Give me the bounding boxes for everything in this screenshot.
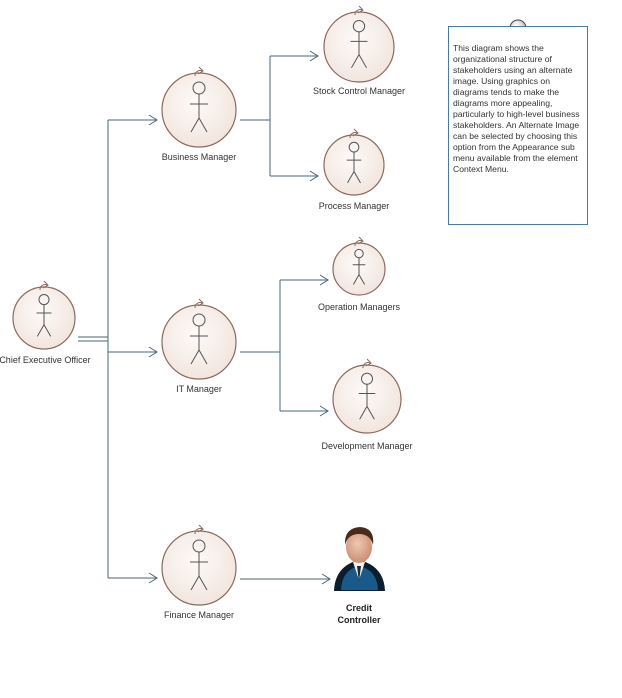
- refresh-arc-icon: [194, 298, 204, 309]
- refresh-arc-icon: [194, 66, 204, 77]
- edge-business-trunk: [240, 56, 271, 176]
- actor-operation[interactable]: [332, 236, 386, 296]
- actor-business[interactable]: [161, 66, 237, 148]
- refresh-arc-icon: [362, 358, 372, 369]
- stick-figure-icon: [352, 248, 366, 285]
- label-process: Process Manager: [318, 201, 390, 211]
- stick-figure-icon: [190, 81, 208, 133]
- stick-figure-icon: [190, 313, 208, 365]
- refresh-arc-icon: [39, 280, 49, 291]
- actor-nodes: [12, 5, 402, 606]
- note-text: This diagram shows the organizational st…: [453, 43, 580, 174]
- connectors: [78, 26, 519, 580]
- arrowhead-business: [148, 114, 158, 126]
- arrowhead-it: [148, 346, 158, 358]
- arrowhead-operation: [319, 274, 329, 286]
- stick-figure-icon: [346, 141, 362, 184]
- label-business: Business Manager: [161, 152, 237, 162]
- arrowheads: [148, 50, 331, 585]
- refresh-arc-icon: [354, 236, 364, 247]
- label-it: IT Manager: [176, 384, 222, 394]
- actor-development[interactable]: [332, 358, 402, 434]
- stick-figure-icon: [36, 294, 52, 337]
- arrowhead-finance: [148, 572, 158, 584]
- refresh-arc-icon: [349, 128, 359, 139]
- actor-ceo[interactable]: [12, 280, 76, 350]
- label-ceo: Chief Executive Officer: [0, 355, 91, 365]
- edge-it-trunk: [240, 280, 281, 411]
- arrowhead-process: [309, 170, 319, 182]
- arrowhead-development: [319, 405, 329, 417]
- refresh-arc-icon: [354, 5, 364, 16]
- label-operation: Operation Managers: [317, 302, 401, 312]
- stick-figure-icon: [190, 539, 208, 591]
- person-photo-icon[interactable]: [334, 527, 385, 591]
- stick-figure-icon: [358, 372, 376, 420]
- label-stock: Stock Control Manager: [312, 86, 406, 96]
- actor-finance[interactable]: [161, 524, 237, 606]
- stick-figure-icon: [350, 20, 368, 69]
- actor-it[interactable]: [161, 298, 237, 380]
- arrowhead-stock: [309, 50, 319, 62]
- label-finance: Finance Manager: [163, 610, 235, 620]
- label-development: Development Manager: [321, 441, 413, 451]
- arrowhead-credit: [321, 573, 331, 585]
- label-credit: Credit Controller: [337, 603, 381, 625]
- note-box[interactable]: This diagram shows the organizational st…: [448, 26, 588, 225]
- actor-process[interactable]: [323, 128, 385, 196]
- edge-ceo-trunk: [78, 120, 109, 578]
- actor-stock[interactable]: [323, 5, 395, 83]
- refresh-arc-icon: [194, 524, 204, 535]
